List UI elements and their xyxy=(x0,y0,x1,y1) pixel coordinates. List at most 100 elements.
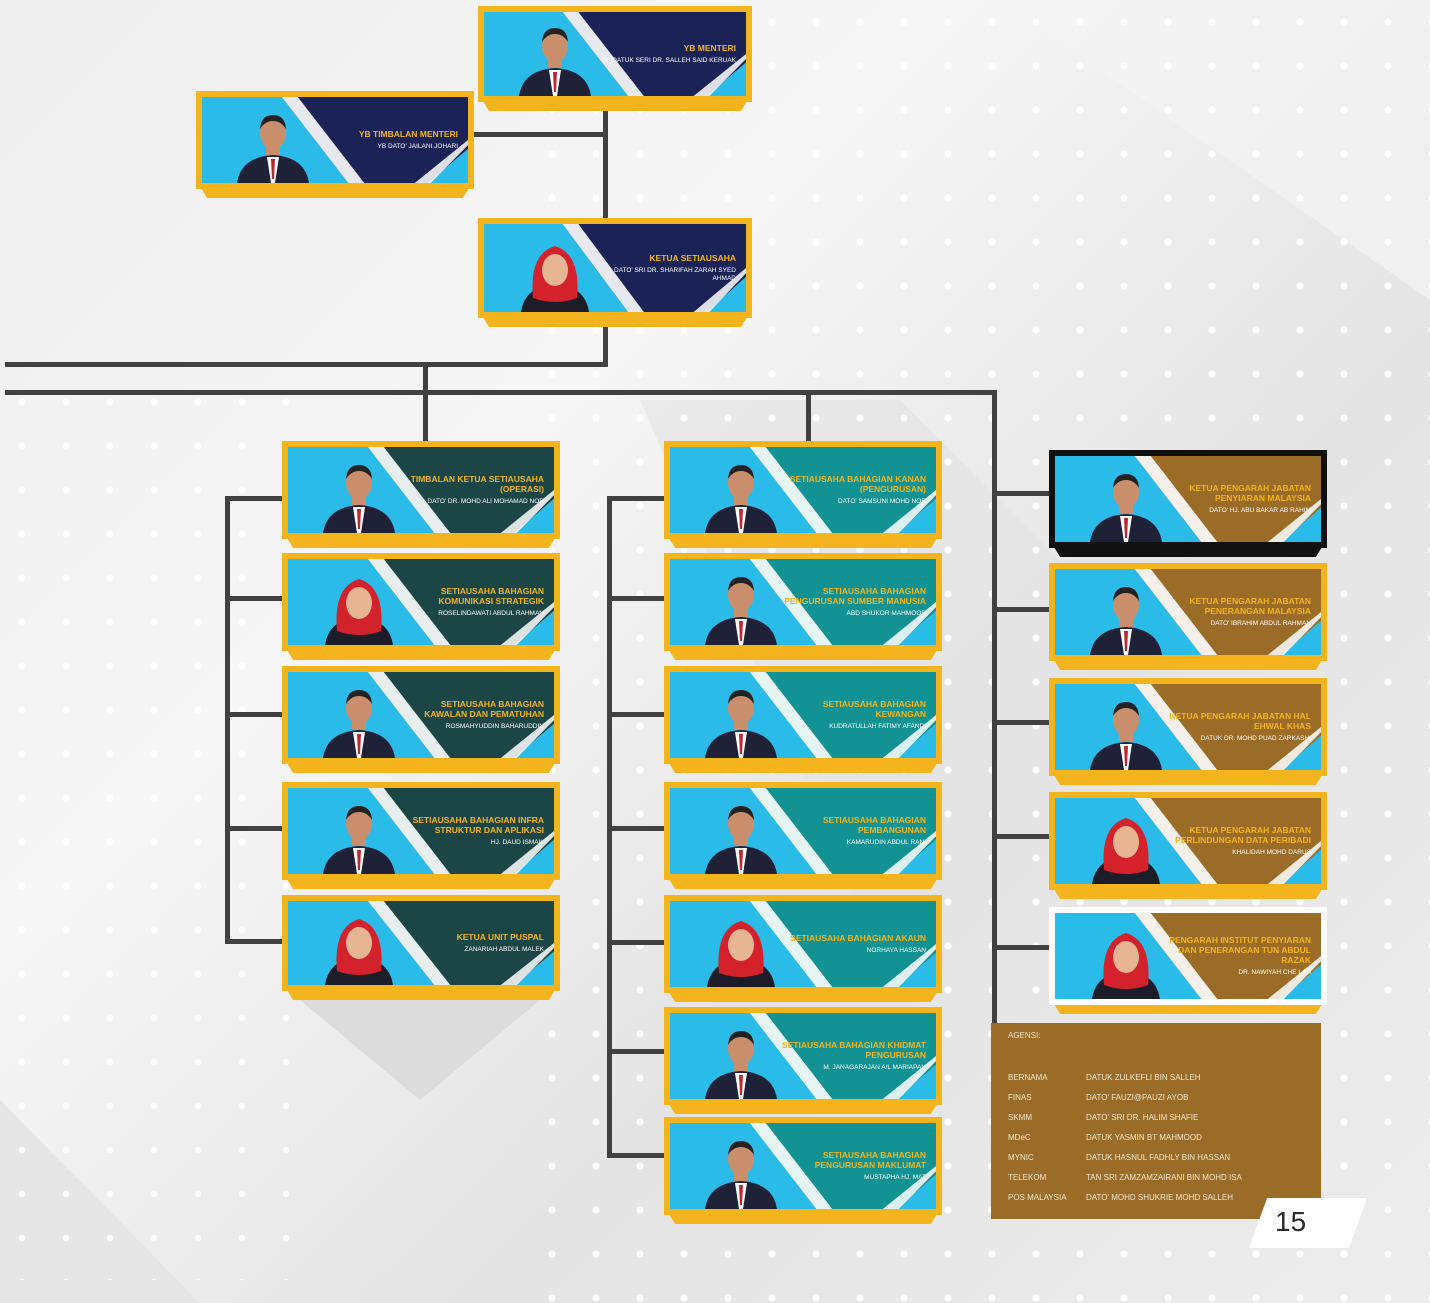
agency-name: FINAS xyxy=(1008,1093,1032,1102)
card-col1-2: SETIAUSAHA BAHAGIAN KAWALAN DAN PEMATUHA… xyxy=(282,666,560,773)
person-name: ZANARIAH ABDUL MALEK xyxy=(464,946,544,953)
card-col2-3: SETIAUSAHA BAHAGIAN PEMBANGUNAN KAMARUDIN… xyxy=(664,782,942,889)
card-col2-2: SETIAUSAHA BAHAGIAN KEWANGAN KUDRATULLAH … xyxy=(664,666,942,773)
role-title: SETIAUSAHA BAHAGIAN KHIDMAT PENGURUSAN xyxy=(781,1040,926,1060)
role-title: KETUA PENGARAH JABATAN PERLINDUNGAN DATA… xyxy=(1175,825,1311,845)
person-name: DATUK DR. MOHD PUAD ZARKASHI xyxy=(1200,735,1311,742)
portrait-photo xyxy=(1085,456,1167,542)
agency-head: DATUK YASMIN BT MAHMOOD xyxy=(1086,1133,1202,1142)
card-col2-0: SETIAUSAHA BAHAGIAN KANAN (PENGURUSAN) DA… xyxy=(664,441,942,548)
role-title: PENGARAH INSTITUT PENYIARAN DAN PENERANG… xyxy=(1169,935,1311,965)
portrait-photo xyxy=(700,901,782,987)
card-col3-4: PENGARAH INSTITUT PENYIARAN DAN PENERANG… xyxy=(1049,907,1327,1014)
agency-row: FINAS DATO' FAUZI@PAUZI AYOB xyxy=(1008,1093,1188,1102)
card-col2-1: SETIAUSAHA BAHAGIAN PENGURUSAN SUMBER MA… xyxy=(664,553,942,660)
portrait-photo xyxy=(232,97,314,183)
card-secretary-general: KETUA SETIAUSAHA DATO' SRI DR. SHARIFAH Z… xyxy=(478,218,752,327)
card-deputy-minister: YB TIMBALAN MENTERI YB DATO' JAILANI JOHA… xyxy=(196,91,474,198)
person-name: ROSMAHYUDDIN BAHARUDDIN xyxy=(445,723,544,730)
portrait-photo xyxy=(700,447,782,533)
role-title: SETIAUSAHA BAHAGIAN AKAUN xyxy=(790,933,926,943)
agency-name: SKMM xyxy=(1008,1113,1032,1122)
role-title: SETIAUSAHA BAHAGIAN PENGURUSAN MAKLUMAT xyxy=(814,1150,926,1170)
role-title: SETIAUSAHA BAHAGIAN INFRA STRUKTUR DAN A… xyxy=(412,815,544,835)
person-name: DATO' HJ. ABU BAKAR AB RAHIM xyxy=(1209,507,1311,514)
person-name: DATO' SRI DR. SHARIFAH ZARAH SYED AHMAD xyxy=(614,267,736,282)
portrait-photo xyxy=(700,559,782,645)
card-col3-1: KETUA PENGARAH JABATAN PENERANGAN MALAYS… xyxy=(1049,563,1327,670)
portrait-photo xyxy=(514,12,596,96)
portrait-photo xyxy=(318,901,400,985)
person-name: DATO' IBRAHIM ABDUL RAHMAN xyxy=(1210,620,1311,627)
person-name: YB DATO' JAILANI JOHARI xyxy=(377,143,458,150)
portrait-photo xyxy=(1085,913,1167,999)
portrait-photo xyxy=(318,788,400,874)
agency-name: MYNIC xyxy=(1008,1153,1034,1162)
role-title: SETIAUSAHA BAHAGIAN KANAN (PENGURUSAN) xyxy=(789,474,926,494)
card-col1-4: KETUA UNIT PUSPAL ZANARIAH ABDUL MALEK xyxy=(282,895,560,1000)
agency-head: DATO' FAUZI@PAUZI AYOB xyxy=(1086,1093,1189,1102)
person-name: DATO' SAMSUNI MOHD NOR xyxy=(837,498,926,505)
role-title: KETUA UNIT PUSPAL xyxy=(456,932,544,942)
role-title: KETUA PENGARAH JABATAN HAL EHWAL KHAS xyxy=(1169,711,1311,731)
role-title: SETIAUSAHA BAHAGIAN KEWANGAN xyxy=(822,699,926,719)
role-title: KETUA PENGARAH JABATAN PENERANGAN MALAYS… xyxy=(1189,596,1311,616)
card-col2-4: SETIAUSAHA BAHAGIAN AKAUN NORHAYA HASSAN xyxy=(664,895,942,1002)
person-name: KHALIDAH MOHD DARUS xyxy=(1232,849,1311,856)
portrait-photo xyxy=(1085,569,1167,655)
card-col1-1: SETIAUSAHA BAHAGIAN KOMUNIKASI STRATEGIK… xyxy=(282,553,560,660)
portrait-photo xyxy=(700,788,782,874)
person-name: M. JANAGARAJAN A/L MARIAPAN xyxy=(823,1064,926,1071)
card-minister: YB MENTERI YB DATUK SERI DR. SALLEH SAID … xyxy=(478,6,752,111)
role-title: SETIAUSAHA BAHAGIAN KAWALAN DAN PEMATUHA… xyxy=(424,699,544,719)
role-title: KETUA SETIAUSAHA xyxy=(649,253,736,263)
person-name: KAMARUDIN ABDUL RANI xyxy=(846,839,926,846)
person-name: ROSELINDAWATI ABDUL RAHMAN xyxy=(438,610,544,617)
person-name: DR. NAWIYAH CHE LAH xyxy=(1238,969,1311,976)
agency-row: MDeC DATUK YASMIN BT MAHMOOD xyxy=(1008,1133,1202,1142)
person-name: HJ. DAUD ISMAIL xyxy=(490,839,544,846)
role-title: SETIAUSAHA BAHAGIAN PEMBANGUNAN xyxy=(822,815,926,835)
agency-name: POS MALAYSIA xyxy=(1008,1193,1067,1202)
agency-head: TAN SRI ZAMZAMZAIRANI BIN MOHD ISA xyxy=(1086,1173,1242,1182)
role-title: YB MENTERI xyxy=(683,43,736,53)
agency-row: SKMM DATO' SRI DR. HALIM SHAFIE xyxy=(1008,1113,1198,1122)
agency-heading: AGENSI: xyxy=(1008,1031,1041,1040)
role-title: KETUA PENGARAH JABATAN PENYIARAN MALAYSI… xyxy=(1189,483,1311,503)
role-title: SETIAUSAHA BAHAGIAN KOMUNIKASI STRATEGIK xyxy=(438,586,544,606)
agency-name: BERNAMA xyxy=(1008,1073,1048,1082)
person-name: YB DATUK SERI DR. SALLEH SAID KERUAK xyxy=(601,57,736,64)
portrait-photo xyxy=(700,672,782,758)
card-col1-3: SETIAUSAHA BAHAGIAN INFRA STRUKTUR DAN A… xyxy=(282,782,560,889)
portrait-photo xyxy=(700,1013,782,1099)
card-col2-5: SETIAUSAHA BAHAGIAN KHIDMAT PENGURUSAN M.… xyxy=(664,1007,942,1114)
person-name: NORHAYA HASSAN xyxy=(866,947,926,954)
role-title: SETIAUSAHA BAHAGIAN PENGURUSAN SUMBER MA… xyxy=(784,586,926,606)
card-col1-0: TIMBALAN KETUA SETIAUSAHA (OPERASI) DATO'… xyxy=(282,441,560,548)
agency-name: MDeC xyxy=(1008,1133,1031,1142)
portrait-photo xyxy=(514,226,596,312)
card-col3-2: KETUA PENGARAH JABATAN HAL EHWAL KHAS DAT… xyxy=(1049,678,1327,785)
agency-name: TELEKOM xyxy=(1008,1173,1047,1182)
person-name: MUSTAPHA HJ. MAT xyxy=(864,1174,926,1181)
portrait-photo xyxy=(318,672,400,758)
portrait-photo xyxy=(700,1123,782,1209)
person-name: DATO' DR. MOHD ALI MOHAMAD NOR xyxy=(427,498,544,505)
portrait-photo xyxy=(318,559,400,645)
page-number-tab xyxy=(1248,1198,1368,1248)
agency-head: DATO' SRI DR. HALIM SHAFIE xyxy=(1086,1113,1199,1122)
portrait-photo xyxy=(1085,684,1167,770)
person-name: KUDRATULLAH FATIMY AFANDI xyxy=(829,723,926,730)
role-title: YB TIMBALAN MENTERI xyxy=(358,129,458,139)
agency-row: TELEKOM TAN SRI ZAMZAMZAIRANI BIN MOHD IS… xyxy=(1008,1173,1242,1182)
portrait-photo xyxy=(318,447,400,533)
person-name: ABD SHUKOR MAHMOOD xyxy=(846,610,926,617)
portrait-photo xyxy=(1085,798,1167,884)
card-col3-0: KETUA PENGARAH JABATAN PENYIARAN MALAYSI… xyxy=(1049,450,1327,557)
role-title: TIMBALAN KETUA SETIAUSAHA (OPERASI) xyxy=(410,474,544,494)
